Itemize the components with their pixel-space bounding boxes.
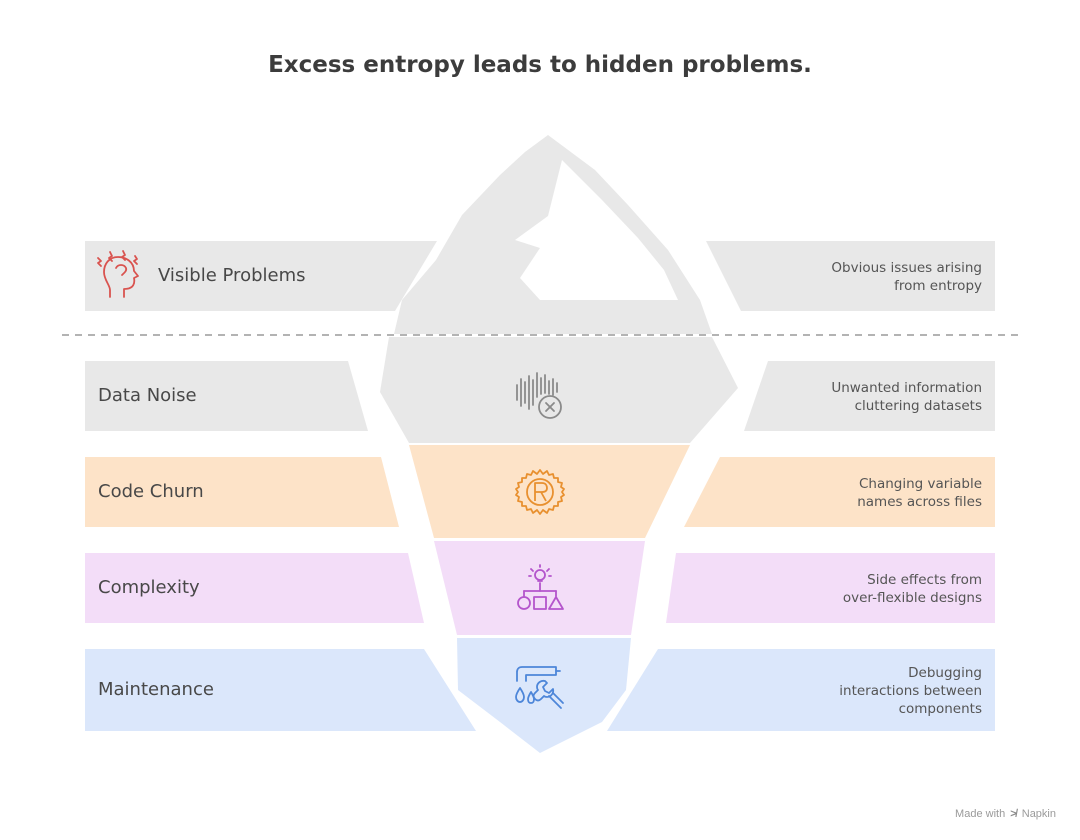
footer-brand: Napkin — [1021, 808, 1056, 820]
row-bands — [85, 241, 995, 731]
diagram-title: Excess entropy leads to hidden problems. — [268, 52, 812, 78]
band-maintenance-left — [85, 649, 476, 731]
level-label-code-churn: Code Churn — [98, 481, 204, 502]
iceberg-tip-highlight — [515, 160, 678, 300]
band-complexity-left — [85, 553, 424, 623]
band-code-churn-left — [85, 457, 399, 527]
band-data-noise-right — [744, 361, 995, 431]
description-line: Unwanted information — [831, 380, 982, 396]
footer-prefix: Made with — [955, 808, 1006, 820]
description-line: interactions between — [839, 683, 982, 699]
stressed-head-icon — [97, 250, 139, 298]
level-description-complexity: Side effects from over-flexible designs — [843, 571, 982, 607]
description-line: cluttering datasets — [854, 398, 982, 414]
level-description-visible-problems: Obvious issues arising from entropy — [831, 259, 982, 295]
band-visible-problems-left — [85, 241, 437, 311]
audio-noise-cancel-icon — [516, 372, 562, 419]
level-label-data-noise: Data Noise — [98, 385, 197, 406]
iceberg-segment-code-churn — [409, 445, 690, 538]
iceberg-segment-data-noise — [380, 337, 738, 443]
level-description-data-noise: Unwanted information cluttering datasets — [831, 379, 982, 415]
level-label-complexity: Complexity — [98, 577, 200, 598]
napkin-logo-icon: ≯ — [1010, 808, 1017, 820]
level-label-visible-problems: Visible Problems — [158, 265, 306, 286]
level-description-maintenance: Debugging interactions between component… — [839, 664, 982, 718]
description-line: over-flexible designs — [842, 590, 982, 606]
faucet-wrench-icon — [515, 666, 564, 709]
band-complexity-right — [666, 553, 995, 623]
band-data-noise-left — [85, 361, 368, 431]
description-line: components — [898, 701, 982, 717]
made-with-napkin-badge[interactable]: Made with ≯ Napkin — [955, 808, 1056, 820]
description-line: names across files — [857, 494, 982, 510]
description-line: Obvious issues arising — [831, 260, 982, 276]
rust-gear-icon — [515, 469, 565, 515]
description-line: Changing variable — [858, 476, 982, 492]
band-maintenance-right — [607, 649, 995, 731]
band-code-churn-right — [684, 457, 995, 527]
level-description-code-churn: Changing variable names across files — [857, 475, 982, 511]
description-line: from entropy — [894, 278, 982, 294]
flowchart-idea-icon — [517, 564, 564, 610]
level-label-maintenance: Maintenance — [98, 679, 214, 700]
description-line: Side effects from — [867, 572, 982, 588]
band-visible-problems-right — [706, 241, 995, 311]
description-line: Debugging — [908, 665, 982, 681]
